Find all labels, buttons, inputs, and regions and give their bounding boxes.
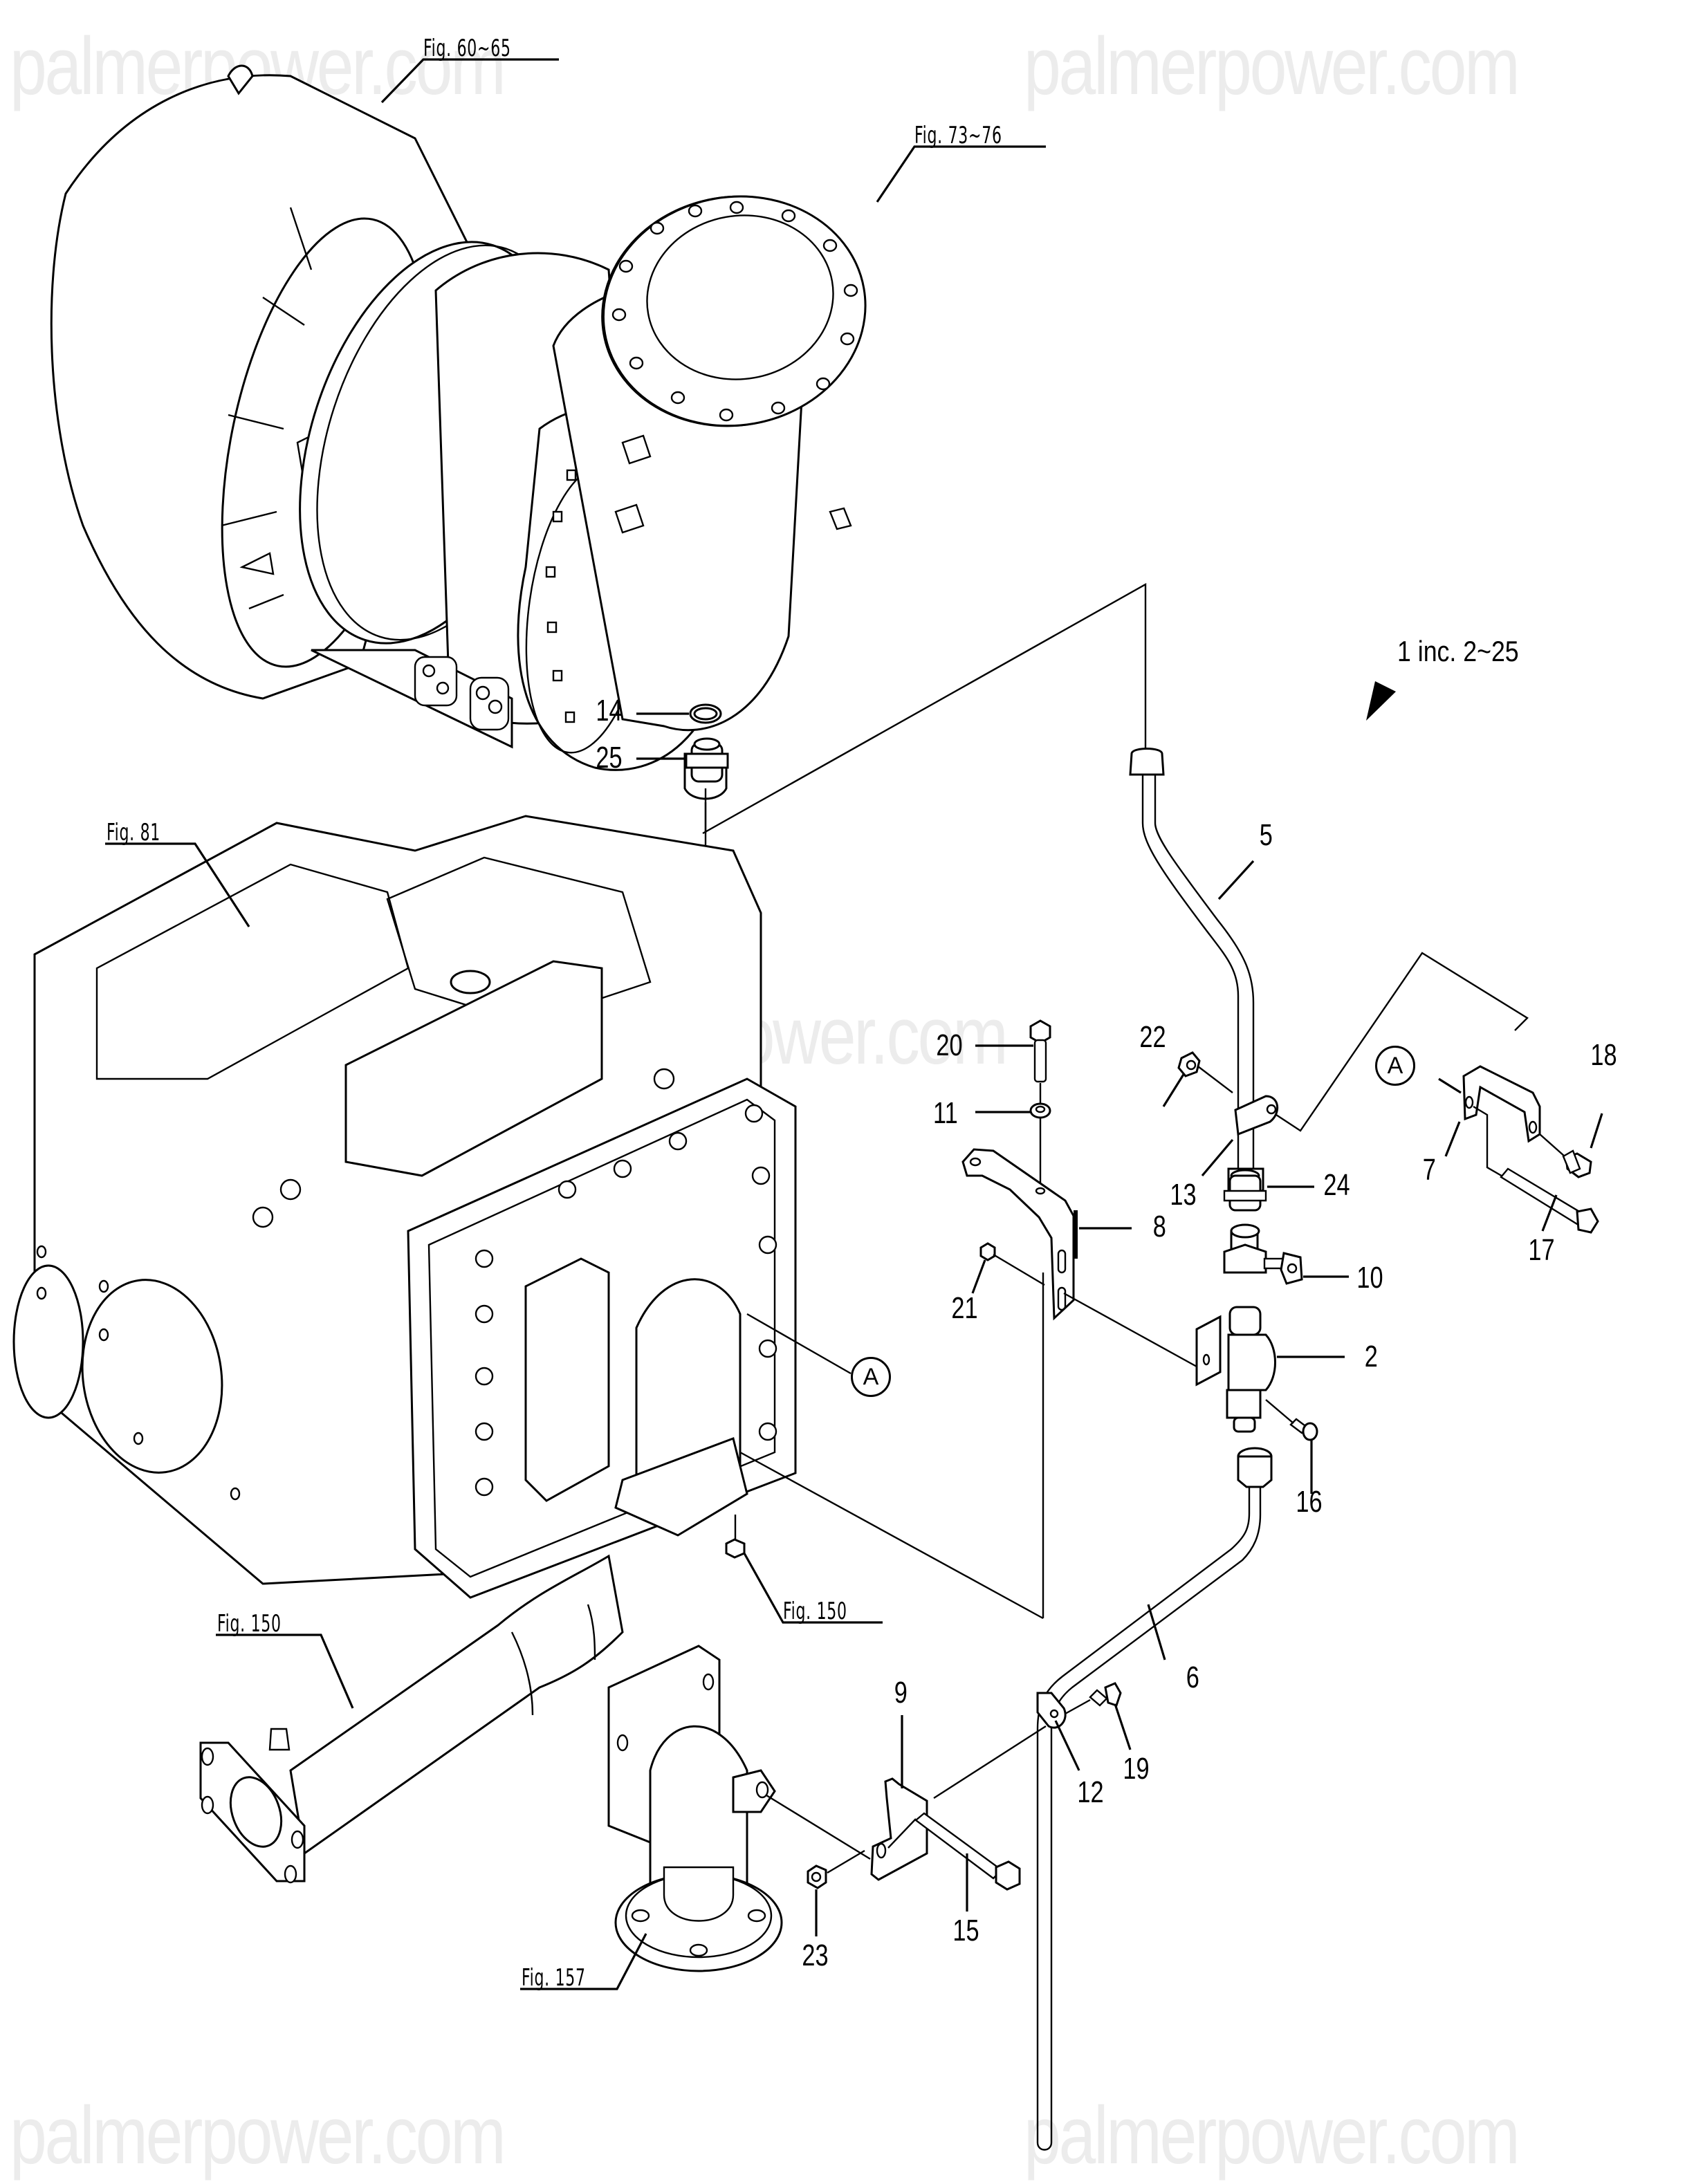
ref-a-leader-block xyxy=(746,1313,851,1375)
exhaust-pipe-drawing xyxy=(199,1554,624,1884)
drain-pipe-lower-6 xyxy=(1036,1447,1273,2151)
callout-6[interactable]: 6 xyxy=(1186,1660,1199,1694)
adaptor-25 xyxy=(685,737,729,783)
fig-81-leader xyxy=(105,842,250,927)
fig-ref-60-65[interactable]: Fig. 60~65 xyxy=(423,35,511,62)
callout-7[interactable]: 7 xyxy=(1422,1153,1436,1187)
callout-23[interactable]: 23 xyxy=(802,1938,829,1972)
watermark-top-right: palmerpower.com xyxy=(1024,21,1520,112)
callout-18[interactable]: 18 xyxy=(1590,1038,1617,1072)
callout-11[interactable]: 11 xyxy=(933,1096,958,1130)
nut-21 xyxy=(979,1242,996,1261)
assembly-note: 1 inc. 2~25 xyxy=(1397,635,1519,667)
watermark-bottom-left: palmerpower.com xyxy=(10,2090,506,2181)
fig-ref-73-76[interactable]: Fig. 73~76 xyxy=(914,122,1002,149)
assembly-line-upper xyxy=(702,582,1147,835)
fig-73-76-leader xyxy=(876,145,1046,203)
nut-22 xyxy=(1177,1051,1201,1077)
fig-150-b-leader xyxy=(743,1553,883,1624)
callout-24[interactable]: 24 xyxy=(1323,1168,1350,1202)
nut-23 xyxy=(807,1864,827,1889)
fig-150-a-leader xyxy=(216,1634,354,1709)
fig-157-leader xyxy=(520,1933,647,1990)
callout-22[interactable]: 22 xyxy=(1139,1020,1166,1054)
clamp-assembly-line xyxy=(1276,952,1529,1132)
turbocharger-drawing xyxy=(50,64,867,800)
tee-fitting-2 xyxy=(1195,1306,1276,1433)
bracket-9 xyxy=(870,1777,928,1881)
callout-20[interactable]: 20 xyxy=(936,1028,963,1062)
bolt-17 xyxy=(1500,1167,1599,1234)
fig-ref-157[interactable]: Fig. 157 xyxy=(522,1964,586,1992)
fig-60-65-leader xyxy=(380,58,559,104)
fig-ref-150-right[interactable]: Fig. 150 xyxy=(783,1598,847,1625)
callout-2[interactable]: 2 xyxy=(1364,1340,1378,1373)
callout-25[interactable]: 25 xyxy=(596,741,623,775)
fig-ref-81[interactable]: Fig. 81 xyxy=(107,819,161,846)
callout-9[interactable]: 9 xyxy=(894,1676,908,1710)
bolt-18 xyxy=(1562,1149,1592,1178)
callout-10[interactable]: 10 xyxy=(1356,1261,1383,1295)
assembly-arrow-icon xyxy=(1366,681,1396,721)
callout-14[interactable]: 14 xyxy=(596,694,623,728)
callout-13[interactable]: 13 xyxy=(1170,1178,1197,1212)
callout-15[interactable]: 15 xyxy=(952,1914,979,1947)
engine-block-drawing xyxy=(12,815,797,1599)
screw-16 xyxy=(1289,1418,1318,1441)
drain-pipe-upper-5 xyxy=(1129,748,1279,1198)
drain-cock-10 xyxy=(1223,1223,1303,1285)
washer-11 xyxy=(1029,1102,1051,1119)
lower-outlet-elbow-drawing xyxy=(607,1645,783,1972)
bolt-20 xyxy=(1029,1019,1051,1083)
bracket-7 xyxy=(1462,1065,1541,1143)
flange-bolt-holes xyxy=(611,201,858,422)
reference-marker-a-bracket: A xyxy=(1375,1046,1415,1086)
adaptor-24 xyxy=(1223,1169,1267,1212)
callout-5-leader xyxy=(1217,860,1255,900)
callout-8[interactable]: 8 xyxy=(1152,1210,1166,1243)
callout-17[interactable]: 17 xyxy=(1528,1233,1555,1267)
bracket-8 xyxy=(961,1148,1078,1321)
callout-19[interactable]: 19 xyxy=(1123,1752,1150,1786)
watermark-bottom-right: palmerpower.com xyxy=(1024,2090,1520,2181)
screw-19 xyxy=(1089,1682,1122,1707)
reference-marker-a-block: A xyxy=(851,1357,891,1397)
fig-ref-150-left[interactable]: Fig. 150 xyxy=(217,1610,282,1638)
callout-5[interactable]: 5 xyxy=(1259,818,1273,852)
callout-12[interactable]: 12 xyxy=(1077,1775,1104,1809)
callout-16[interactable]: 16 xyxy=(1296,1485,1323,1519)
nut-fig-150 xyxy=(725,1515,746,1559)
callout-21[interactable]: 21 xyxy=(951,1291,978,1325)
